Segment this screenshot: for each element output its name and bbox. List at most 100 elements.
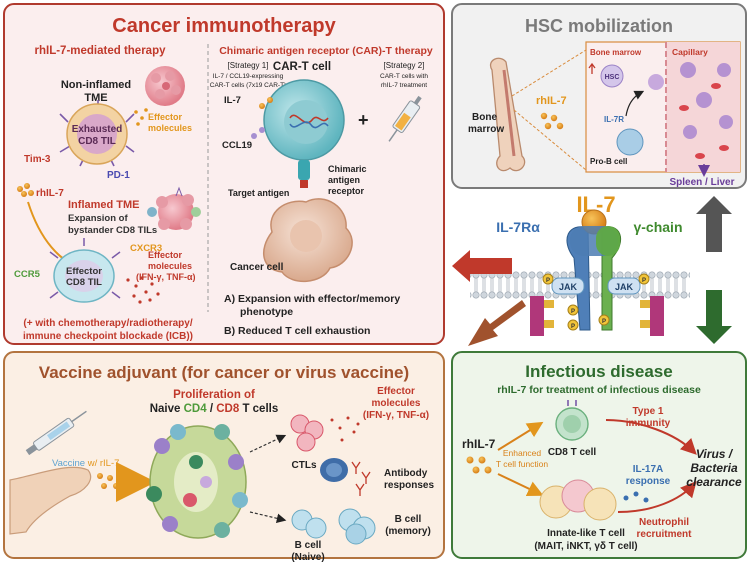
jak-left-label: JAK: [559, 282, 578, 292]
hsc-cell-label: HSC: [605, 74, 620, 81]
bone-marrow-label: Bone: [472, 112, 497, 123]
il7ra-label: IL-7Rα: [496, 219, 540, 235]
bcell-naive-label-2: (Naive): [291, 552, 324, 563]
type1-label-2: immunity: [626, 418, 671, 429]
phospho-icons: [542, 273, 650, 331]
type1-label: Type 1: [633, 406, 664, 417]
inflamed-label: Inflamed TME: [68, 199, 140, 211]
enhanced-label: Enhanced: [503, 448, 542, 458]
cd4-text: CD4: [184, 403, 208, 415]
target-antigen-label: Target antigen: [228, 188, 289, 198]
p-label-4: P: [571, 324, 575, 330]
antibody-label-2: responses: [384, 480, 434, 491]
naive-t-label: Naive CD4 / CD8 T cells: [150, 403, 279, 415]
non-inflamed-label-2: TME: [84, 92, 107, 104]
arrow-to-cancer: [452, 250, 512, 282]
hsc-cell-icon: [600, 64, 624, 88]
antibody-icons: [351, 461, 371, 496]
inflamed-tumor-icon: [147, 186, 201, 230]
neutrophil-arrow: [617, 480, 697, 513]
jak-right-label: JAK: [615, 282, 634, 292]
vaccine-effector-label: Effector: [377, 386, 415, 397]
neutro-label-2: recruitment: [636, 529, 692, 540]
jak-left-icon: [551, 277, 585, 295]
cancer-cell-icon: [262, 198, 353, 283]
car-receptor-label-3: receptor: [328, 186, 365, 196]
infect-title: Infectious disease: [525, 362, 672, 381]
hsc-rhil7-balls-icon: [540, 112, 564, 130]
vaccine-word: Vaccine: [52, 458, 85, 469]
ctl-arrow: [249, 434, 287, 453]
il17a-label: IL-17A: [633, 464, 664, 475]
cd8-label: CD8 T cell: [548, 447, 597, 458]
bcell-arrow: [249, 511, 287, 524]
p-label-5: P: [602, 319, 606, 325]
il17a-dots-icon: [623, 491, 649, 503]
ccl19-ball-icon: [251, 127, 265, 139]
car-heading: Chimaric antigen receptor (CAR)-T therap…: [219, 45, 433, 57]
strategy2-title: [Strategy 2]: [384, 61, 425, 70]
bone-marrow-label-2: marrow: [468, 124, 504, 135]
infect-panel: [451, 351, 747, 559]
exhausted-label: Exhausted: [72, 124, 123, 135]
virus-label-2: Bacteria: [690, 461, 738, 475]
il17a-label-2: response: [626, 476, 671, 487]
effector-label-2: molecules: [148, 123, 192, 133]
infect-rhil7-label: rhIL-7: [462, 437, 496, 451]
antibody-label: Antibody: [384, 468, 428, 479]
stat-left-icon: [530, 296, 554, 336]
p-label-3: P: [571, 309, 575, 315]
effector2-label-3: (IFN-γ, TNF-α): [136, 272, 196, 282]
effector-label: Effector: [148, 112, 183, 122]
virus-label: Virus /: [696, 447, 734, 461]
hsc-migration-arrow: [625, 90, 645, 117]
rhil7-ball-icon: [17, 183, 34, 197]
pd1-label: PD-1: [107, 170, 130, 181]
bone-icon: [489, 57, 526, 172]
strategy2-line1: CAR-T cells with: [380, 73, 428, 80]
effector2-label: Effector: [148, 250, 183, 260]
il7-label: IL-7: [224, 95, 241, 106]
strategy2-line2: rhIL-7 treatment: [381, 82, 427, 89]
spleen-liver-label: Spleen / Liver: [669, 177, 734, 188]
innate-label-2: (MAIT, iNKT, γδ T cell): [534, 541, 637, 552]
car-t-cell-icon: [263, 79, 345, 188]
plasma-cell-icon: [320, 458, 348, 482]
vaccine-with-label: Vaccine w/ rIL-7: [52, 458, 119, 469]
infect-il7-balls-icon: [466, 456, 492, 474]
il7-ball-icon: [259, 97, 273, 109]
zoom-line-1: [511, 49, 587, 97]
p-label-2: P: [642, 278, 646, 284]
non-inflamed-label: Non-inflamed: [61, 79, 131, 91]
car-receptor-label: Chimaric: [328, 164, 367, 174]
ccl19-label: CCL19: [222, 140, 252, 151]
vaccine-il7-balls-icon: [97, 473, 119, 489]
arrow-to-infect: [696, 290, 732, 344]
car-t-label: CAR-T cell: [273, 61, 331, 73]
p-label-1: P: [546, 278, 550, 284]
jak-right-icon: [607, 277, 641, 295]
vaccine-effector-spray-icon: [330, 416, 360, 442]
bcell-naive-icon: [291, 509, 327, 539]
bcell-memory-label-2: (memory): [385, 526, 431, 537]
vaccine-title: Vaccine adjuvant (for cancer or virus va…: [39, 363, 409, 382]
syringe-icon: [388, 95, 422, 142]
vaccine-effector-label-2: molecules: [372, 398, 421, 409]
infect-subtitle: rhIL-7 for treatment of infectious disea…: [497, 384, 701, 396]
combo-label: (+ with chemotherapy/radiotherapy/: [23, 318, 192, 329]
strategy1-title: [Strategy 1]: [228, 61, 269, 70]
effector-dots-icon: [134, 108, 148, 126]
hsc-title: HSC mobilization: [525, 16, 673, 36]
plus-sign: +: [358, 110, 369, 130]
infect-arrow-down: [497, 473, 544, 497]
increase-arrow-icon: [588, 62, 596, 74]
expansion-label-2: bystander CD8 TILs: [68, 225, 157, 236]
stat-right-icon: [640, 296, 664, 336]
hsc-rhil7-label: rhIL-7: [536, 95, 567, 107]
vaccine-effector-label-3: (IFN-γ, TNF-α): [363, 410, 429, 421]
slash-text: /: [207, 403, 217, 415]
effector2-label-2: molecules: [148, 261, 192, 271]
gamma-chain-label: γ-chain: [633, 219, 682, 235]
innate-label: Innate-like T cell: [547, 528, 625, 539]
